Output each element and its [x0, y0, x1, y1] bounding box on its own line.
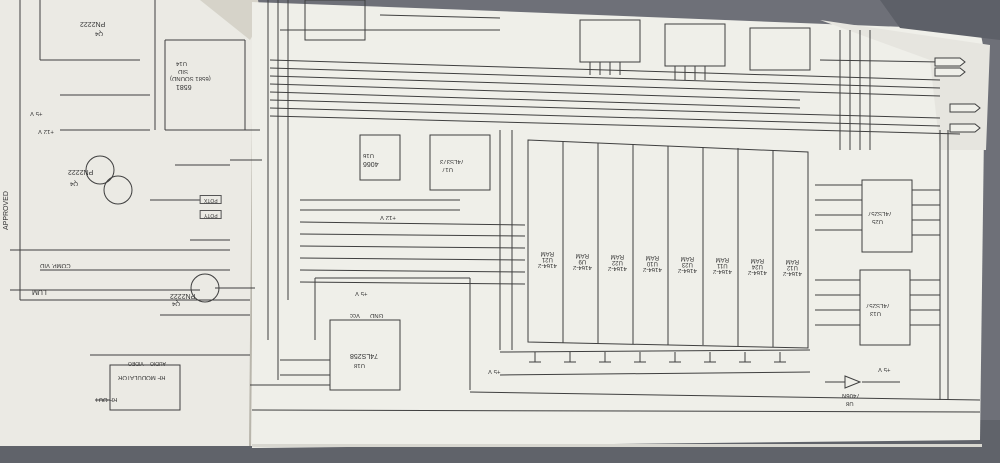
u8-label: U8 [846, 400, 854, 406]
net-plus5v-bottom: +5 V [488, 368, 501, 374]
u17-part: 74LS373 [440, 158, 465, 164]
q4a-part: PN2222 [80, 20, 106, 27]
net-gnd-u18: GND [370, 312, 384, 318]
u14-note: (6581 SOUND) [170, 75, 211, 81]
main-page-right-flap [820, 20, 990, 150]
u8-part: 7406N [842, 392, 860, 398]
net-plus12v-mid: +12 V [380, 214, 396, 220]
u16-label: U16 [363, 152, 375, 158]
u14-sub: SID [178, 68, 189, 74]
net-rf-out: RF OUT [95, 396, 118, 402]
q4b-label: Q4 [70, 180, 79, 186]
u13-part: 74LS257 [866, 302, 891, 308]
u17-label: U17 [442, 166, 454, 172]
corner-shadow [880, 0, 1000, 40]
u13-label: U13 [870, 310, 882, 316]
left-page [0, 0, 262, 446]
net-plus5v-right: +5 V [878, 366, 891, 372]
u16-part: 4066 [363, 160, 379, 167]
u25-label: U25 [872, 218, 884, 224]
page-bottom-edge [252, 444, 982, 447]
q4b-part: PN2222 [68, 168, 94, 175]
left-page-fold [200, 0, 262, 40]
rf-modulator: RF MODULATOR [118, 374, 166, 380]
rf-pin-audio: AUDIO [150, 360, 166, 366]
main-page [252, 2, 985, 448]
net-potx: POTX [200, 195, 222, 204]
net-vcc-u18: Vcc [350, 312, 361, 318]
side-label: APPROVED [3, 191, 10, 230]
u14-part: 6581 [176, 83, 192, 90]
u18-label: U18 [354, 362, 366, 368]
net-plus5v-left: +5 V [30, 110, 43, 116]
net-plus5v-u18: +5 V [355, 290, 368, 296]
net-comp-vid: COMP. VID [40, 262, 71, 268]
q4a-label: Q4 [95, 30, 104, 36]
net-poty: POTY [200, 210, 222, 219]
u18-part: 74LS258 [350, 352, 379, 359]
q4c-part: PN2222 [170, 292, 196, 299]
net-plus12v-left: +12 V [38, 128, 54, 134]
net-lum: LUM [32, 288, 47, 295]
u14-label: U14 [176, 60, 188, 66]
rf-pin-video: VIDEO [128, 360, 144, 366]
u25-part: 74LS257 [868, 210, 893, 216]
q4c-label: Q4 [172, 300, 181, 306]
